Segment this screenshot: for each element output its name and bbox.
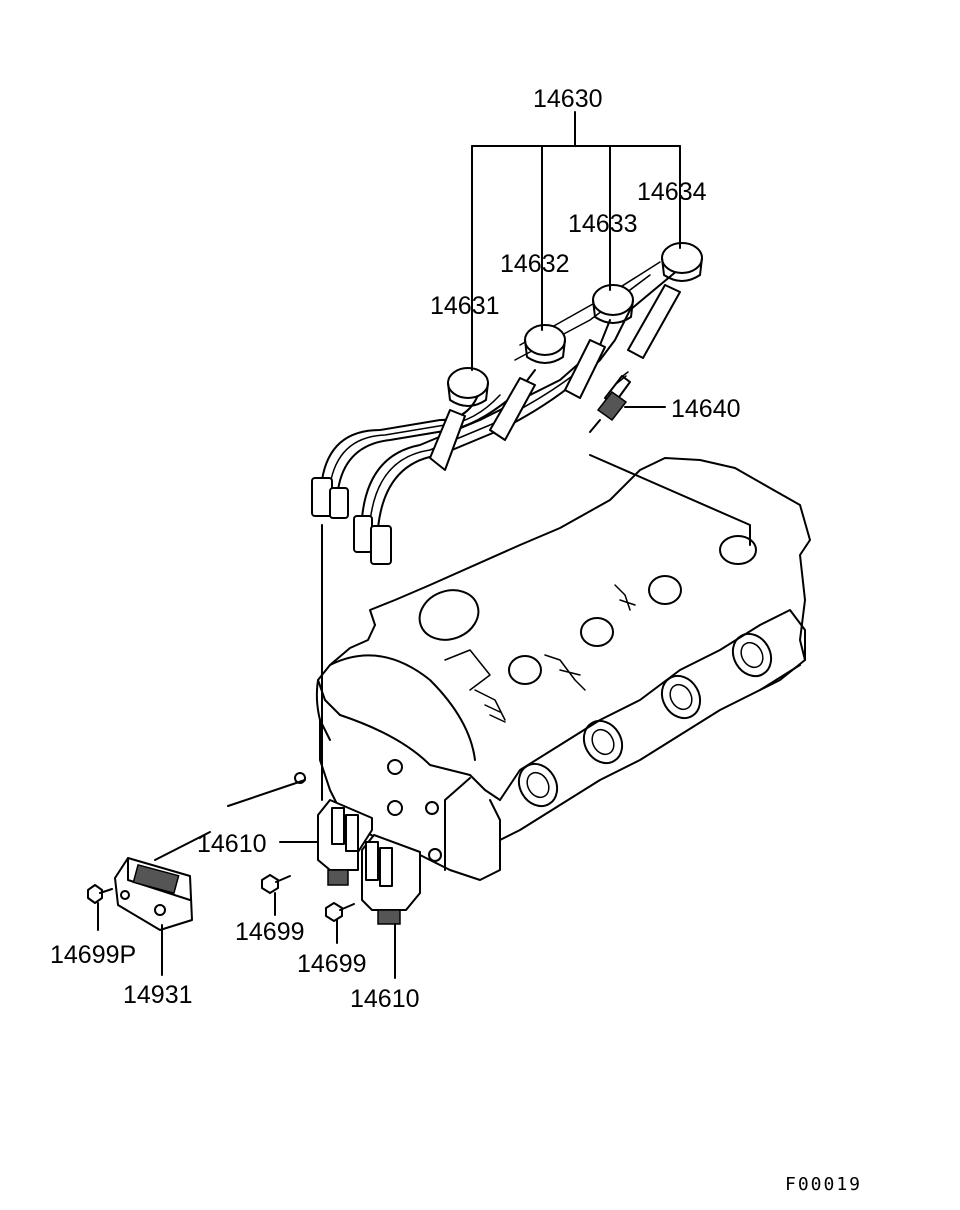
plug-cap-3: [564, 284, 634, 399]
label-coil-b: 14610: [350, 985, 420, 1013]
label-coil-a: 14610: [197, 830, 267, 858]
bolt-14699-b: [325, 902, 355, 922]
bolt-14699p: [87, 884, 113, 904]
plug-cap-1: [429, 367, 489, 471]
bolt-14699-a: [261, 874, 291, 894]
label-bolt-b: 14699: [297, 950, 367, 978]
label-wire-1: 14631: [430, 292, 500, 320]
label-bolt-a: 14699: [235, 918, 305, 946]
plug-cap-2: [489, 324, 566, 441]
plug-cap-4: [627, 242, 703, 359]
ignition-coil-b: [361, 834, 421, 925]
part-labels: 14630 14634 14633 14632 14631 14640 1461…: [50, 85, 862, 1195]
label-wire-4: 14634: [637, 178, 707, 206]
figure-code: F00019: [785, 1174, 862, 1195]
label-wire-2: 14632: [500, 250, 570, 278]
ignition-coil-a: [317, 799, 373, 886]
ignition-wire-set: [311, 242, 703, 565]
igniter-module: [114, 857, 193, 931]
leader-lines: [97, 111, 751, 979]
label-wire-set: 14630: [533, 85, 603, 113]
label-spark-plug: 14640: [671, 395, 741, 423]
label-wire-3: 14633: [568, 210, 638, 238]
label-igniter: 14931: [123, 981, 193, 1009]
spark-plug: [589, 371, 631, 433]
label-bolt-p: 14699P: [50, 941, 136, 969]
